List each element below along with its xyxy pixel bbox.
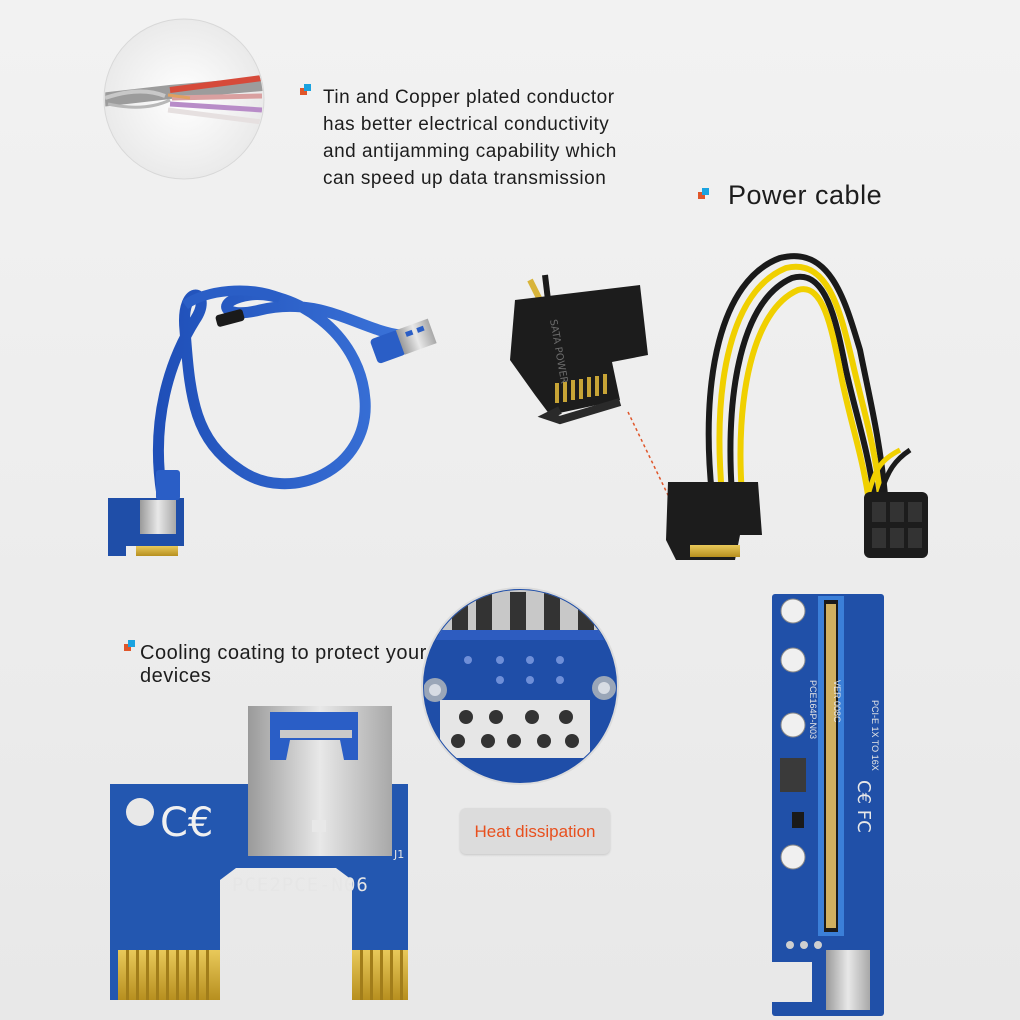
pointer-line — [627, 411, 681, 521]
usb-cable — [108, 285, 437, 556]
bullet-icon — [698, 188, 710, 200]
heat-dissipation-text: Heat dissipation — [474, 822, 596, 841]
heat-dissipation-label: Heat dissipation — [460, 808, 610, 854]
bullet-icon — [124, 640, 136, 652]
riser-version-label: VER 008C — [832, 680, 842, 723]
power-cable — [666, 253, 928, 560]
sata-closeup: SATA POWER — [510, 274, 648, 425]
cooling-caption: Cooling coating to protect your devices — [140, 642, 427, 687]
riser-model-label: PCE164P-N03 — [808, 680, 818, 740]
power-cable-caption: Power cable — [728, 180, 883, 210]
heat-closeup — [421, 587, 619, 785]
bullet-icon — [300, 84, 312, 96]
small-board-model: PCE2PCE-N06 — [232, 874, 369, 896]
ce-mark: C€ — [160, 800, 213, 846]
wire-closeup — [103, 18, 265, 180]
svg-text:C€ FC: C€ FC — [853, 780, 874, 833]
riser-desc-label: PCI-E 1X TO 16X — [870, 700, 880, 771]
copper-caption: Tin and Copper plated conductor has bett… — [323, 87, 617, 189]
pcie-1x-board: C€ — [110, 706, 408, 1000]
pcie-16x-riser: C€ FC — [772, 594, 884, 1016]
small-board-ref: J1 — [394, 848, 405, 861]
